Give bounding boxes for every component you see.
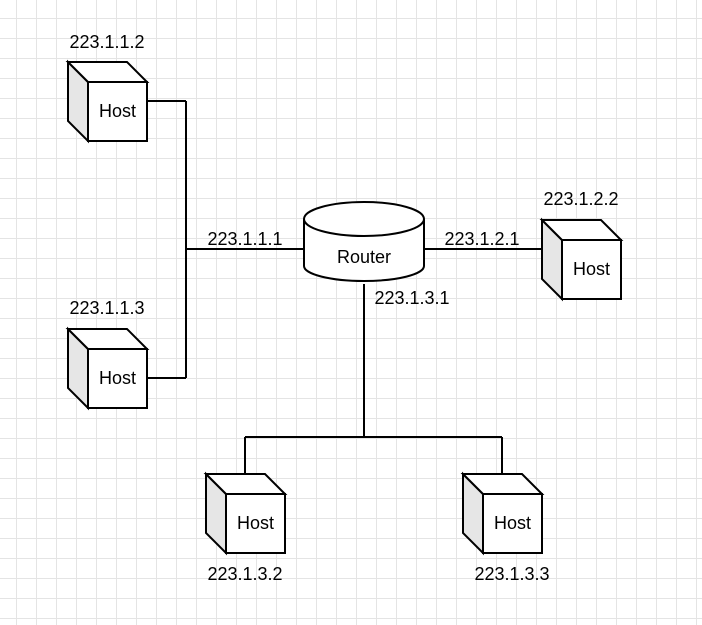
- host-4[interactable]: Host: [203, 471, 288, 556]
- host-5[interactable]: Host: [460, 471, 545, 556]
- interface-1-ip: 223.1.1.1: [207, 229, 282, 249]
- cube-face: [482, 493, 543, 554]
- cube-face: [225, 493, 286, 554]
- router-top: [303, 201, 425, 237]
- host-2-ip: 223.1.1.3: [69, 298, 144, 318]
- host-label: Host: [573, 259, 610, 279]
- host-3[interactable]: Host: [539, 217, 624, 302]
- cube-face: [87, 81, 148, 142]
- interface-3-ip: 223.1.3.1: [374, 288, 449, 308]
- host-1-ip: 223.1.1.2: [69, 32, 144, 52]
- host-label: Host: [99, 101, 136, 121]
- host-2[interactable]: Host: [65, 326, 150, 411]
- host-label: Host: [99, 368, 136, 388]
- host-1[interactable]: Host: [65, 59, 150, 144]
- host-4-ip: 223.1.3.2: [207, 564, 282, 584]
- router[interactable]: Router: [303, 201, 425, 282]
- host-5-ip: 223.1.3.3: [474, 564, 549, 584]
- cube-face: [87, 348, 148, 409]
- host-label: Host: [494, 513, 531, 533]
- host-label: Host: [237, 513, 274, 533]
- host-3-ip: 223.1.2.2: [543, 189, 618, 209]
- interface-2-ip: 223.1.2.1: [444, 229, 519, 249]
- router-label: Router: [337, 247, 391, 267]
- connections: [147, 100, 542, 474]
- cube-face: [561, 239, 622, 300]
